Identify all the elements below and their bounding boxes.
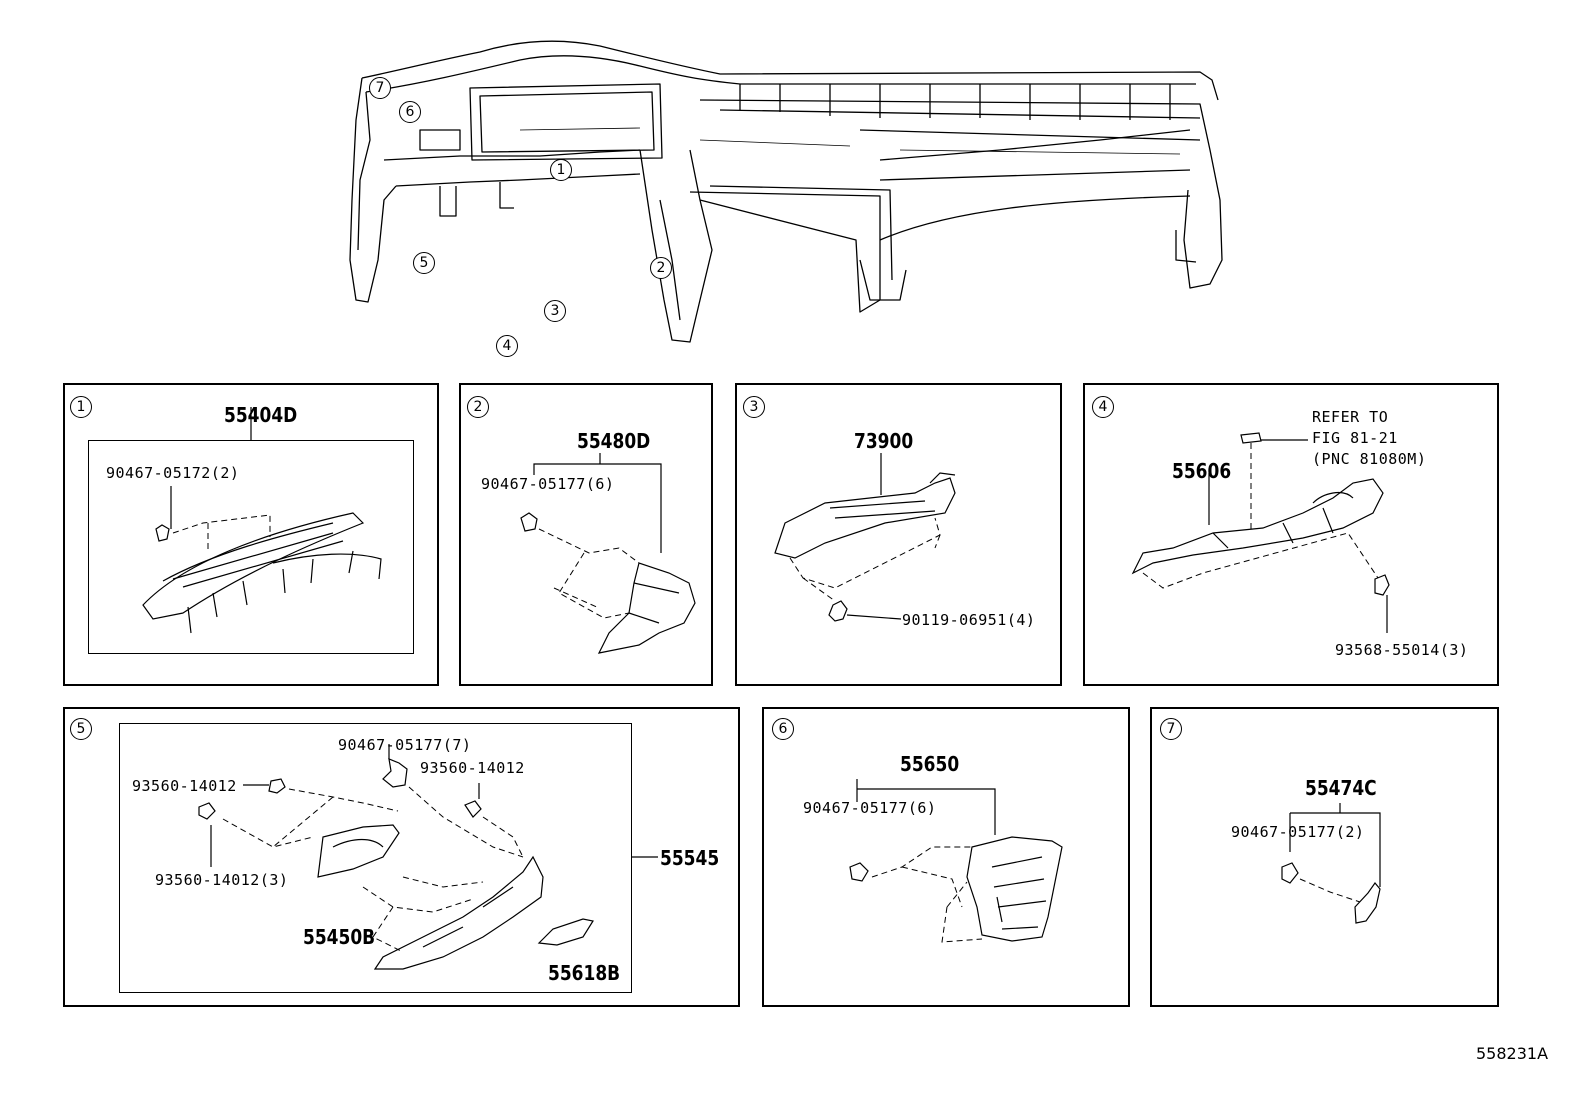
overview-callout-6[interactable]: 6 [399,101,421,123]
panel-2-callout: 2 [467,396,489,418]
panel-4-refer-figure[interactable]: FIG 81-21 [1312,429,1398,447]
panel-4-refer-pnc: (PNC 81080M) [1312,450,1427,468]
panel-6-clip-part-number[interactable]: 90467-05177(6) [803,799,937,817]
panel-6 [762,707,1130,1007]
overview-callout-4[interactable]: 4 [496,335,518,357]
illustration-reference-code: 558231A [1476,1044,1549,1063]
panel-1-callout: 1 [70,396,92,418]
overview-callout-1[interactable]: 1 [550,159,572,181]
panel-5-clip-part-number[interactable]: 90467-05177(7) [338,736,472,754]
panel-1 [63,383,439,686]
panel-3-main-part-number[interactable]: 73900 [854,429,914,453]
panel-5-screw-part-number-left[interactable]: 93560-14012 [132,777,237,795]
panel-4 [1083,383,1499,686]
overview-callout-5[interactable]: 5 [413,252,435,274]
panel-5-lower-panel-part-number[interactable]: 55450B [303,925,376,949]
panel-5-drawing [198,744,658,970]
panel-3-callout: 3 [743,396,765,418]
panel-3 [735,383,1062,686]
overview-callout-7[interactable]: 7 [369,77,391,99]
panel-4-drawing [1131,432,1390,633]
panel-5-main-part-number[interactable]: 55545 [660,846,720,870]
panel-3-drawing [774,453,956,622]
panel-5-screw-part-number-right[interactable]: 93560-14012 [420,759,525,777]
panel-7-callout: 7 [1160,718,1182,740]
overview-callout-2[interactable]: 2 [650,257,672,279]
panel-5 [63,707,740,1007]
panel-4-main-part-number[interactable]: 55606 [1172,459,1232,483]
panel-7 [1150,707,1499,1007]
panel-5-bezel-part-number[interactable]: 55618B [548,961,621,985]
panel-2-clip-part-number[interactable]: 90467-05177(6) [481,475,615,493]
overview-callout-3[interactable]: 3 [544,300,566,322]
panel-2 [459,383,713,686]
panel-6-main-part-number[interactable]: 55650 [900,752,960,776]
panel-6-callout: 6 [772,718,794,740]
panel-4-callout: 4 [1092,396,1114,418]
panel-1-subassembly-frame [88,440,414,654]
panel-5-callout: 5 [70,718,92,740]
panel-3-bolt-part-number[interactable]: 90119-06951(4) [902,611,1036,629]
panel-7-drawing [1281,803,1381,924]
panel-1-drawing [142,407,382,634]
panel-5-subassembly-frame [119,723,632,993]
panel-6-drawing [849,779,1063,943]
panel-1-main-part-number[interactable]: 55404D [224,403,298,427]
panel-4-bolt-part-number[interactable]: 93568-55014(3) [1335,641,1469,659]
instrument-panel-overview-drawing [349,40,1223,343]
panel-1-clip-part-number[interactable]: 90467-05172(2) [106,464,240,482]
panel-7-main-part-number[interactable]: 55474C [1305,776,1377,800]
panel-5-screw-part-number-qty[interactable]: 93560-14012(3) [155,871,289,889]
panel-2-main-part-number[interactable]: 55480D [577,429,651,453]
panel-7-clip-part-number[interactable]: 90467-05177(2) [1231,823,1365,841]
panel-4-refer-to: REFER TO [1312,408,1389,426]
panel-2-drawing [520,453,696,654]
